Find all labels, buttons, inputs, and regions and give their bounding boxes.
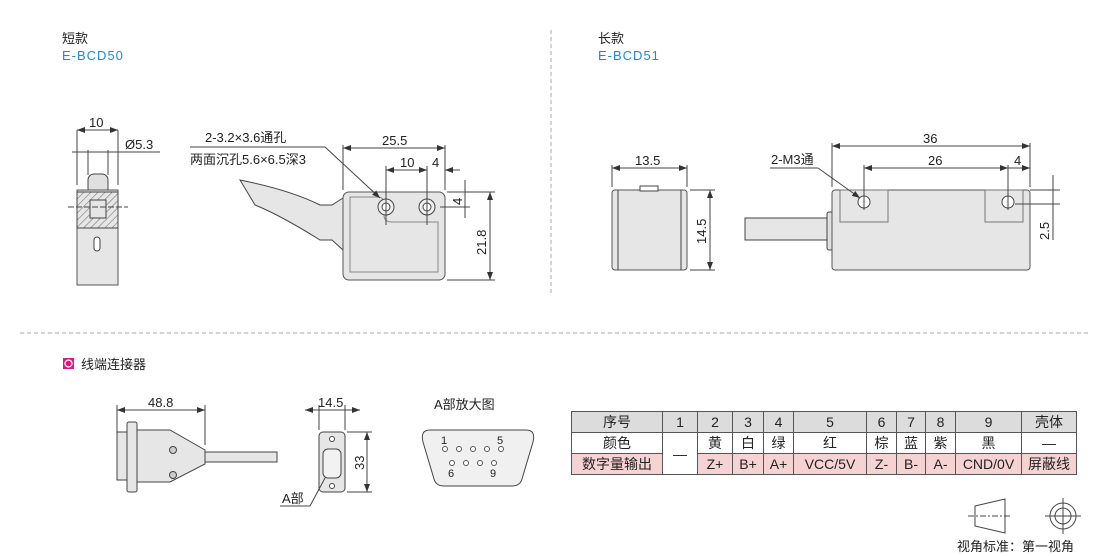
dim-long-edge: 4 bbox=[1014, 153, 1021, 168]
part-a-label: A部 bbox=[282, 491, 304, 506]
cell: B+ bbox=[732, 453, 764, 475]
db9-pinout-diagram bbox=[421, 429, 535, 487]
hole-note-2: 两面沉孔5.6×6.5深3 bbox=[190, 152, 306, 167]
long-model: E-BCD51 bbox=[598, 48, 660, 63]
cell: 紫 bbox=[925, 432, 956, 454]
dim-connector-length: 48.8 bbox=[148, 395, 173, 410]
dim-short-hole-offset: 4 bbox=[450, 198, 465, 205]
cell: 棕 bbox=[866, 432, 897, 454]
cell: 蓝 bbox=[896, 432, 926, 454]
header-cell: 5 bbox=[793, 411, 867, 433]
header-cell: 3 bbox=[732, 411, 764, 433]
row-label: 颜色 bbox=[571, 432, 663, 454]
dim-long-hole-offset: 2.5 bbox=[1037, 222, 1052, 240]
header-cell: 1 bbox=[662, 411, 698, 433]
pin1-cell: — bbox=[662, 432, 698, 475]
dim-short-edge: 4 bbox=[432, 155, 439, 170]
table-row-header: 序号 1 2 3 4 5 6 7 8 9 壳体 bbox=[571, 411, 1077, 433]
dim-short-length: 25.5 bbox=[382, 133, 407, 148]
long-hole-note: 2-M3通 bbox=[771, 152, 814, 167]
pin-9-label: 9 bbox=[490, 468, 496, 480]
connector-front-view bbox=[280, 405, 372, 507]
cell: Z+ bbox=[697, 453, 733, 475]
short-title: 短款 bbox=[62, 31, 89, 46]
header-cell: 6 bbox=[866, 411, 897, 433]
pin-6-label: 6 bbox=[448, 468, 454, 480]
cell: A- bbox=[925, 453, 956, 475]
cell: 黄 bbox=[697, 432, 733, 454]
cell: 屏蔽线 bbox=[1021, 453, 1077, 475]
dim-long-pitch: 26 bbox=[928, 153, 942, 168]
long-title: 长款 bbox=[598, 31, 625, 46]
table-row-color: 颜色 — 黄 白 绿 红 棕 蓝 紫 黑 — bbox=[571, 432, 1077, 475]
dim-short-diameter: Ø5.3 bbox=[125, 137, 153, 152]
header-cell: 壳体 bbox=[1021, 411, 1077, 433]
short-main-view bbox=[190, 145, 495, 281]
header-cell: 8 bbox=[925, 411, 956, 433]
connector-title: 线端连接器 bbox=[81, 357, 146, 372]
enlarged-title: A部放大图 bbox=[434, 397, 495, 412]
cell: 白 bbox=[732, 432, 764, 454]
dim-short-height: 21.8 bbox=[474, 230, 489, 255]
header-cell: 2 bbox=[697, 411, 733, 433]
header-cell: 9 bbox=[955, 411, 1022, 433]
short-side-view bbox=[68, 127, 160, 286]
dim-long-length: 36 bbox=[923, 131, 937, 146]
cell: CND/0V bbox=[955, 453, 1022, 475]
dim-connector-width: 14.5 bbox=[318, 395, 343, 410]
cell: 黑 bbox=[955, 432, 1022, 454]
cell: Z- bbox=[866, 453, 897, 475]
dim-short-pitch: 10 bbox=[400, 155, 414, 170]
row-label: 数字量输出 bbox=[571, 453, 663, 475]
cell: A+ bbox=[763, 453, 794, 475]
dim-long-side-height: 14.5 bbox=[694, 219, 709, 244]
hole-note-1: 2-3.2×3.6通孔 bbox=[205, 130, 286, 145]
long-side-view bbox=[611, 165, 715, 271]
section-marker-icon bbox=[63, 358, 74, 369]
cell: — bbox=[1021, 432, 1077, 454]
header-cell: 4 bbox=[763, 411, 794, 433]
pin-5-label: 5 bbox=[497, 435, 503, 447]
table-row-output: 数字量输出 Z+ B+ A+ VCC/5V Z- B- A- CND/0V 屏蔽… bbox=[571, 453, 1077, 475]
dim-connector-height: 33 bbox=[352, 456, 367, 470]
pin-1-label: 1 bbox=[441, 435, 447, 447]
header-cell: 序号 bbox=[571, 411, 663, 433]
header-cell: 7 bbox=[896, 411, 926, 433]
wiring-table: 序号 1 2 3 4 5 6 7 8 9 壳体 颜色 — 黄 白 绿 红 棕 蓝… bbox=[571, 411, 1077, 475]
dim-long-side-width: 13.5 bbox=[635, 153, 660, 168]
projection-label: 视角标准：第一视角 bbox=[957, 539, 1074, 554]
long-main-view bbox=[744, 143, 1060, 271]
connector-side-view bbox=[116, 405, 278, 493]
first-angle-projection-icon bbox=[968, 498, 1081, 534]
cell: VCC/5V bbox=[793, 453, 867, 475]
cell: 绿 bbox=[763, 432, 794, 454]
cell: B- bbox=[896, 453, 926, 475]
cell: 红 bbox=[793, 432, 867, 454]
dim-short-side-width: 10 bbox=[89, 115, 103, 130]
short-model: E-BCD50 bbox=[62, 48, 124, 63]
